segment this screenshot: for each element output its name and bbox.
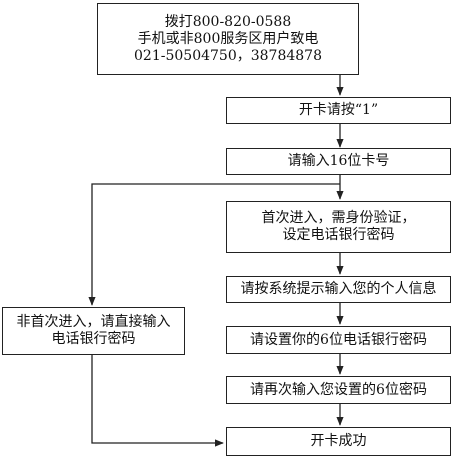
- press-one-label: 开卡请按“1”: [298, 102, 379, 118]
- start-line-3: 021-50504750，38784878: [134, 47, 322, 64]
- confirm-password-box: 请再次输入您设置的6位密码: [226, 376, 451, 404]
- first-time-line-2: 设定电话银行密码: [282, 227, 395, 243]
- start-line-1: 拨打800-820-0588: [164, 13, 292, 30]
- success-label: 开卡成功: [310, 433, 367, 449]
- not-first-box: 非首次进入，请直接输入 电话银行密码: [2, 307, 185, 355]
- start-line-2: 手机或非800服务区用户致电: [137, 30, 319, 47]
- personal-info-label: 请按系统提示输入您的个人信息: [240, 281, 437, 297]
- press-one-box: 开卡请按“1”: [226, 97, 451, 124]
- arrow-branch-to-not-first: [88, 183, 340, 306]
- first-time-line-1: 首次进入，需身份验证，: [261, 210, 416, 226]
- success-box: 开卡成功: [226, 427, 451, 456]
- first-time-box: 首次进入，需身份验证， 设定电话银行密码: [226, 201, 451, 253]
- arrow-not-first-to-success: [91, 355, 224, 447]
- enter-card-box: 请输入16位卡号: [226, 148, 451, 175]
- start-box: 拨打800-820-0588 手机或非800服务区用户致电 021-505047…: [97, 3, 359, 75]
- set-password-label: 请设置你的6位电话银行密码: [250, 331, 427, 348]
- set-password-box: 请设置你的6位电话银行密码: [226, 326, 451, 354]
- enter-card-label: 请输入16位卡号: [287, 153, 390, 169]
- not-first-line-1: 非首次进入，请直接输入: [16, 314, 171, 330]
- confirm-password-label: 请再次输入您设置的6位密码: [250, 381, 427, 398]
- not-first-line-2: 电话银行密码: [51, 331, 136, 347]
- personal-info-box: 请按系统提示输入您的个人信息: [226, 276, 451, 303]
